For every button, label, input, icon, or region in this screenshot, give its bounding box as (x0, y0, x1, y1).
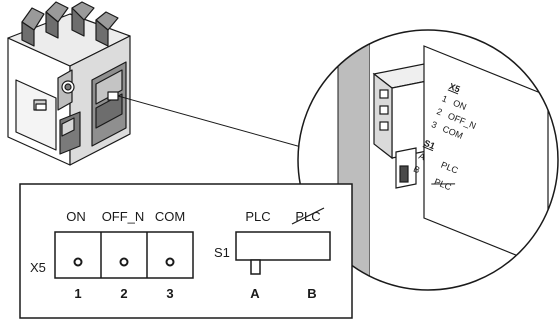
s1-position-b: B (307, 286, 316, 301)
terminal-diagram-box: ON OFF_N COM X5 1 2 3 PLC PLC S1 A B (19, 183, 353, 319)
zoom-detail-circle: X5 1 ON 2 OFF_N 3 COM S1 A B PLC PLC (297, 29, 559, 291)
terminal-label-com: COM (155, 209, 185, 224)
terminal-1-screw (73, 257, 83, 267)
s1-label: S1 (214, 245, 230, 260)
zoom-leader-line (117, 95, 313, 151)
terminal-number-1: 1 (74, 286, 81, 301)
x5-connector (54, 231, 194, 279)
s1-switch-body (235, 231, 331, 261)
callout-terminal-text-1: ON (452, 98, 468, 112)
x5-label: X5 (30, 260, 46, 275)
terminal-3-screw (165, 257, 175, 267)
terminal-number-3: 3 (166, 286, 173, 301)
callout-terminal-num-1: 1 (441, 93, 449, 104)
s1-position-a: A (250, 286, 260, 301)
callout-terminal-num-3: 3 (430, 119, 438, 130)
circuit-breaker-illustration (7, 1, 131, 166)
callout-s1-label: S1 (423, 138, 437, 151)
plc-strikethrough (291, 207, 325, 225)
terminal-2-screw (119, 257, 129, 267)
terminal-label-on: ON (66, 209, 86, 224)
callout-terminal-num-2: 2 (435, 106, 443, 117)
callout-x5-label: X5 (448, 81, 462, 94)
callout-s1-letter-b: B (412, 164, 421, 176)
terminal-label-off-n: OFF_N (102, 209, 145, 224)
callout-plc-strike (431, 183, 456, 185)
s1-plc-label: PLC (245, 209, 270, 224)
s1-switch-lever (250, 259, 261, 275)
terminal-number-2: 2 (120, 286, 127, 301)
callout-s1-letter-a: A (417, 151, 426, 163)
